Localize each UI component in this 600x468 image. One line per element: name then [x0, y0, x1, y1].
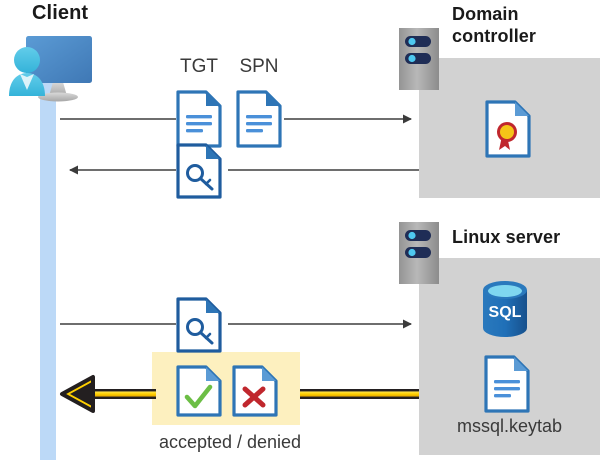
flow-4-arrowhead-fill [70, 382, 92, 406]
ticket-key-document-icon-reply [176, 143, 228, 204]
sql-database-icon: SQL [477, 281, 533, 342]
flow-4-segment-mid [140, 389, 156, 399]
domain-controller-title: Domain controller [452, 4, 537, 46]
accepted-document-icon [176, 365, 222, 422]
spn-label: SPN [239, 56, 279, 77]
flow-4-segment-right [300, 389, 419, 399]
tgt-label: TGT [180, 56, 218, 77]
certificate-document-icon [485, 100, 533, 163]
svg-text:SQL: SQL [489, 304, 522, 321]
client-lifeline [40, 62, 56, 460]
linux-server-icon [399, 222, 439, 289]
denied-document-icon [232, 365, 278, 422]
flow-4-segment-left [89, 389, 147, 399]
client-title: Client [32, 2, 89, 24]
client-workstation-icon [4, 28, 104, 111]
ticket-key-document-icon-request [176, 297, 228, 358]
linux-server-title: Linux server [452, 227, 561, 247]
tgt-document-icon [176, 90, 222, 153]
keytab-filename-label: mssql.keytab [456, 416, 563, 436]
domain-controller-server-icon [399, 28, 439, 95]
spn-document-icon [236, 90, 282, 153]
accepted-denied-label: accepted / denied [158, 432, 302, 452]
keytab-document-icon [484, 355, 530, 418]
